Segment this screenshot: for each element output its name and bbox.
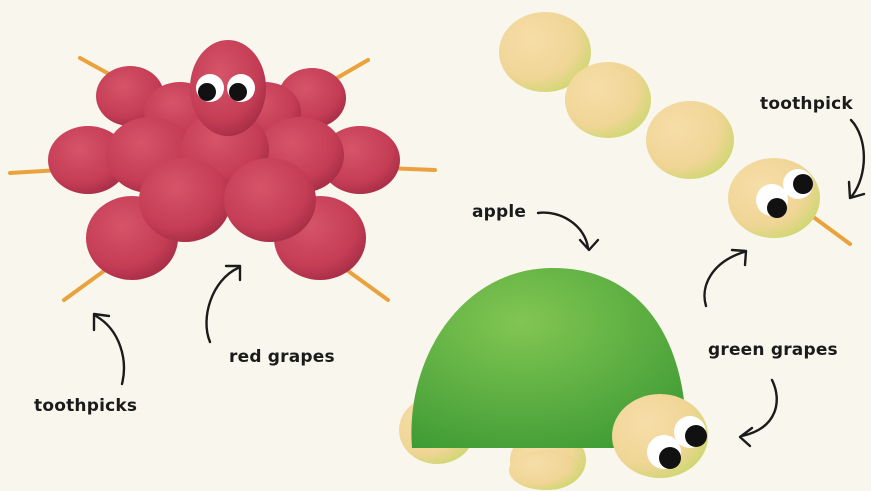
label-green-grapes: green grapes <box>708 340 838 360</box>
toothpick <box>64 268 108 300</box>
arrow-green-grapes-down <box>742 380 777 436</box>
label-toothpicks: toothpicks <box>34 396 137 416</box>
label-toothpick: toothpick <box>760 94 853 114</box>
green-grape <box>565 62 651 138</box>
apple-turtle <box>399 268 708 490</box>
arrow-toothpicks <box>96 316 124 384</box>
arrowhead <box>740 428 752 446</box>
label-apple: apple <box>472 202 526 222</box>
pupil <box>685 425 707 447</box>
toothpick <box>812 216 850 244</box>
arrow-green-grapes-up <box>705 252 744 306</box>
pupil <box>659 447 681 469</box>
arrowhead <box>580 240 598 250</box>
red-grape <box>224 158 316 242</box>
toothpick <box>344 268 388 300</box>
red-grapes-group <box>48 40 400 280</box>
green-grape-leg <box>509 450 581 490</box>
pupil <box>229 83 247 101</box>
green-grape-caterpillar <box>499 12 850 244</box>
pupil <box>198 83 216 101</box>
red-grape-spider <box>10 40 435 300</box>
pupil <box>767 198 787 218</box>
green-grape <box>646 101 734 179</box>
label-red-grapes: red grapes <box>229 347 335 367</box>
arrow-apple <box>538 213 588 248</box>
arrow-red-grapes <box>206 268 238 342</box>
arrow-toothpick <box>851 120 864 196</box>
pupil <box>793 174 813 194</box>
red-grape <box>139 158 231 242</box>
